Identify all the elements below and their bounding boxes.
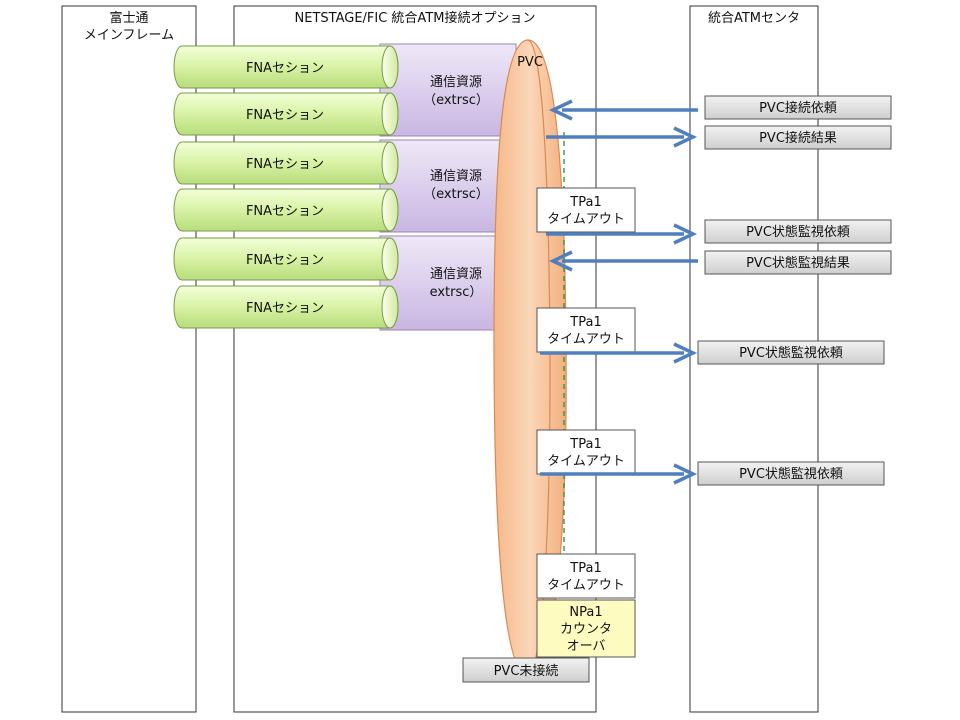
timeout-label-line2: タイムアウト bbox=[547, 454, 625, 469]
resource-label-line2: extrsc） bbox=[430, 285, 483, 300]
fna-session-label: FNAセション bbox=[246, 61, 324, 76]
arrow-in bbox=[548, 250, 698, 272]
fna-session-label: FNAセション bbox=[246, 108, 324, 123]
resource-box: 通信資源 extrsc） bbox=[379, 235, 517, 331]
timeout-label-line1: TPa1 bbox=[569, 315, 601, 330]
fna-session: FNAセション bbox=[173, 188, 399, 232]
arrow-out bbox=[546, 223, 698, 245]
message-box: PVC状態監視依頼 bbox=[697, 340, 885, 365]
resource-box: 通信資源 （extrsc） bbox=[379, 43, 517, 137]
arrow-out bbox=[540, 342, 698, 364]
timeout-label-line2: タイムアウト bbox=[547, 578, 625, 593]
fna-session: FNAセション bbox=[173, 237, 399, 281]
message-box: PVC状態監視結果 bbox=[704, 250, 892, 275]
fna-session-label: FNAセション bbox=[246, 253, 324, 268]
pvc-label: PVC bbox=[517, 55, 543, 70]
resource-label-line2: （extrsc） bbox=[423, 187, 489, 202]
timeout-label-line1: TPa1 bbox=[569, 561, 601, 576]
timeout-label-line1: TPa1 bbox=[569, 437, 601, 452]
pvc-unconnected-label: PVC未接続 bbox=[494, 663, 559, 679]
timeout-box: TPa1 タイムアウト bbox=[536, 307, 636, 353]
timeout-label-line2: タイムアウト bbox=[547, 212, 625, 227]
message-label: PVC接続依頼 bbox=[759, 100, 837, 116]
arrow-in bbox=[548, 99, 698, 121]
mainframe-title-line1: 富士通 bbox=[109, 10, 148, 26]
counter-label-line1: NPa1 bbox=[569, 605, 602, 620]
timeout-label-line1: TPa1 bbox=[569, 195, 601, 210]
fna-session: FNAセション bbox=[173, 92, 399, 136]
timeout-box: TPa1 タイムアウト bbox=[536, 553, 636, 599]
counter-label-line2: カウンタ bbox=[560, 622, 612, 637]
resource-label-line2: （extrsc） bbox=[423, 93, 489, 108]
arrow-out bbox=[546, 126, 698, 148]
resource-label-line1: 通信資源 bbox=[430, 267, 482, 282]
resource-box: 通信資源 （extrsc） bbox=[379, 139, 517, 233]
message-label: PVC状態監視依頼 bbox=[746, 224, 850, 240]
counter-label-line3: オーバ bbox=[567, 639, 606, 654]
mainframe-column bbox=[61, 5, 197, 713]
fna-session-label: FNAセション bbox=[246, 301, 324, 316]
fna-session: FNAセション bbox=[173, 45, 399, 89]
pvc-unconnected-box: PVC未接続 bbox=[462, 657, 590, 683]
message-label: PVC状態監視結果 bbox=[746, 255, 850, 271]
message-box: PVC接続依頼 bbox=[704, 95, 892, 120]
resource-label-line1: 通信資源 bbox=[430, 169, 482, 184]
fna-session-label: FNAセション bbox=[246, 157, 324, 172]
timeout-box: TPa1 タイムアウト bbox=[536, 429, 636, 475]
timeout-box: TPa1 タイムアウト bbox=[536, 187, 636, 233]
message-label: PVC状態監視依頼 bbox=[739, 345, 843, 361]
resource-label-line1: 通信資源 bbox=[430, 75, 482, 90]
atm-center-title: 統合ATMセンタ bbox=[708, 11, 800, 26]
message-box: PVC接続結果 bbox=[704, 125, 892, 150]
mainframe-title-line2: メインフレーム bbox=[84, 28, 174, 43]
timeout-label-line2: タイムアウト bbox=[547, 332, 625, 347]
message-label: PVC接続結果 bbox=[759, 130, 837, 146]
message-box: PVC状態監視依頼 bbox=[704, 219, 892, 244]
message-label: PVC状態監視依頼 bbox=[739, 466, 843, 482]
netstage-title: NETSTAGE/FIC 統合ATM接続オプション bbox=[295, 10, 536, 26]
fna-session: FNAセション bbox=[173, 285, 399, 329]
fna-session: FNAセション bbox=[173, 141, 399, 185]
arrow-out bbox=[540, 463, 698, 485]
fna-session-label: FNAセション bbox=[246, 204, 324, 219]
counter-over-box: NPa1 カウンタ オーバ bbox=[536, 599, 636, 658]
message-box: PVC状態監視依頼 bbox=[697, 461, 885, 486]
